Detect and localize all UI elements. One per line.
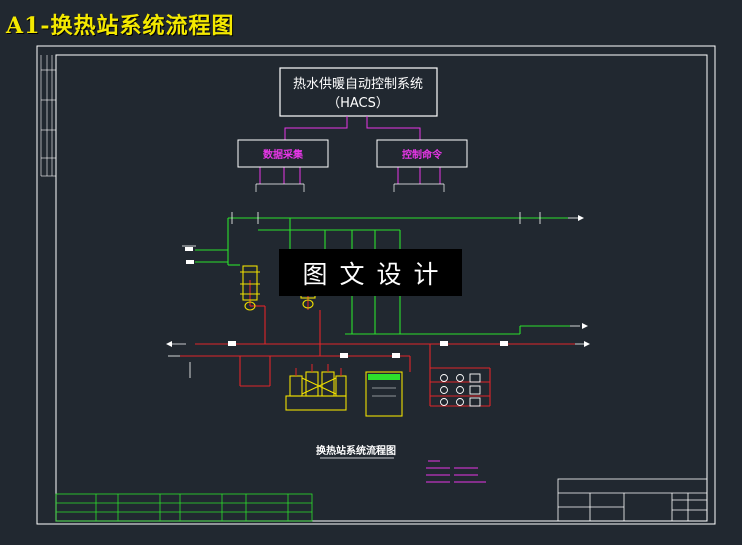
signal-terminals <box>255 183 445 192</box>
heat-exchanger-1 <box>240 265 260 311</box>
pipe-tags <box>185 247 508 358</box>
legend-marks <box>426 460 486 483</box>
inner-frame <box>55 54 708 522</box>
hacs-title-line2: （HACS） <box>327 96 389 111</box>
hacs-title-line1: 热水供暖自动控制系统 <box>293 77 423 92</box>
data-acq-label: 数据采集 <box>263 148 304 161</box>
signal-lines <box>259 116 441 184</box>
outer-frame <box>36 45 716 525</box>
pump-skid <box>285 371 347 411</box>
return-piping <box>180 280 575 407</box>
data-acq-box <box>237 139 329 168</box>
revision-table <box>55 493 313 522</box>
flow-arrows <box>166 215 590 347</box>
control-cmd-box <box>376 139 468 168</box>
instruments <box>168 212 584 378</box>
water-tank <box>365 371 403 417</box>
watermark-box: 图文设计 <box>279 249 462 296</box>
title-block <box>557 478 708 522</box>
control-cmd-label: 控制命令 <box>402 148 443 161</box>
watermark-text: 图文设计 <box>302 259 451 289</box>
hacs-box <box>279 67 438 117</box>
pump-group <box>440 373 481 407</box>
drawing-caption: 换热站系统流程图 <box>316 444 396 457</box>
binding-strip <box>40 55 56 177</box>
page-title: A1-换热站系统流程图 <box>6 13 235 39</box>
